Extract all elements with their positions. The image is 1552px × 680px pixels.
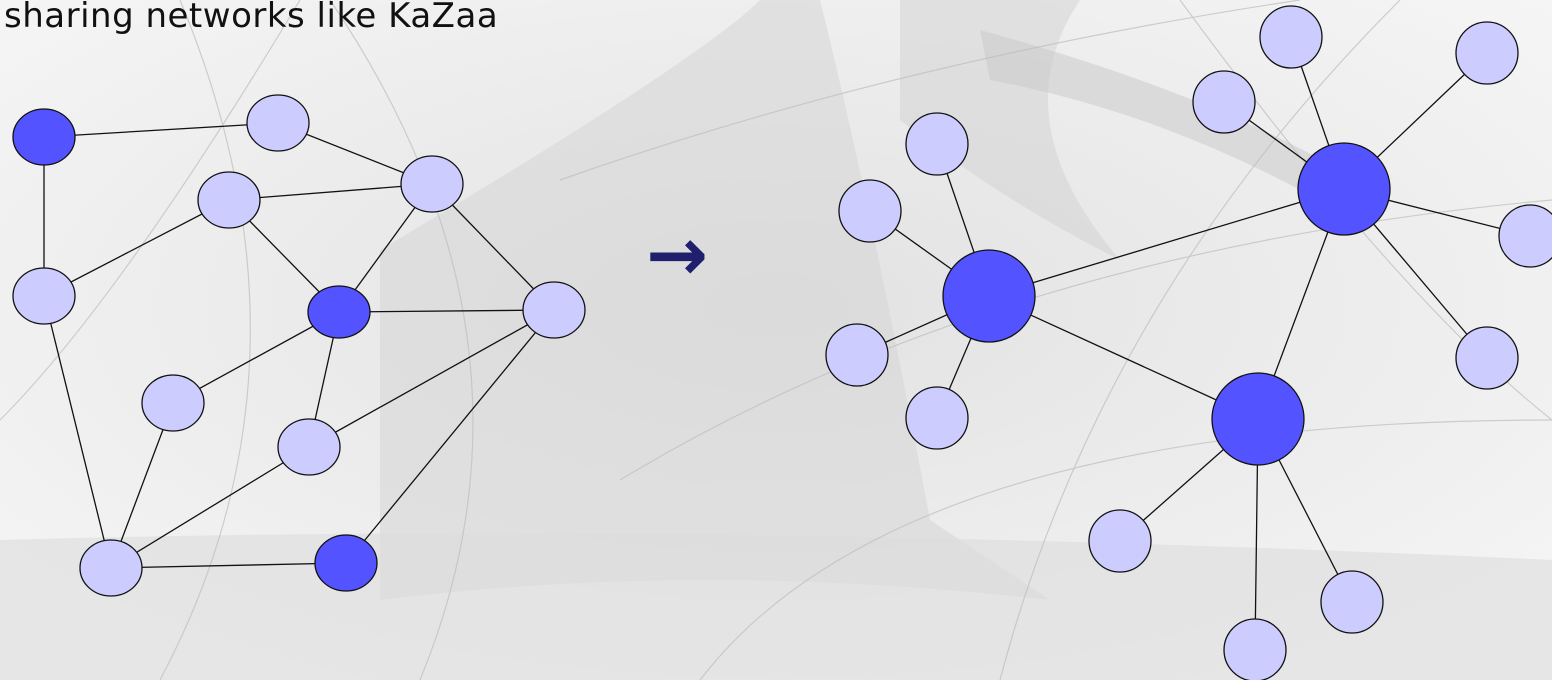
- right-hub-node: [1297, 142, 1391, 236]
- left-edge: [345, 309, 555, 564]
- left-peer-node: [197, 171, 261, 229]
- right-edge: [988, 295, 1259, 420]
- right-peer-node: [1088, 509, 1152, 573]
- right-peer-node: [1192, 70, 1256, 134]
- right-edge: [988, 188, 1345, 297]
- right-hub-node: [942, 249, 1036, 343]
- right-peer-node: [1259, 5, 1323, 69]
- right-peer-node: [1320, 570, 1384, 634]
- left-peer-node: [79, 539, 143, 597]
- left-peer-node: [522, 281, 586, 339]
- right-peer-node: [1455, 326, 1519, 390]
- left-edge: [172, 311, 340, 404]
- left-peer-node: [246, 94, 310, 152]
- left-peer-node: [12, 267, 76, 325]
- right-peer-node: [1498, 204, 1552, 268]
- right-peer-node: [1455, 21, 1519, 85]
- right-peer-node: [905, 112, 969, 176]
- left-edge: [43, 199, 230, 297]
- right-peer-node: [825, 323, 889, 387]
- left-edge: [308, 309, 555, 448]
- left-edge: [110, 402, 174, 569]
- slide-heading: sharing networks like KaZaa: [4, 0, 499, 36]
- left-edge: [338, 309, 555, 313]
- left-edge: [43, 295, 112, 569]
- right-peer-node: [1223, 618, 1287, 680]
- left-hub-node: [12, 108, 76, 166]
- left-hub-node: [307, 285, 371, 339]
- left-edge: [110, 446, 310, 569]
- left-peer-node: [277, 418, 341, 476]
- supernode-network-graph: [825, 5, 1552, 680]
- transition-arrow-icon: →: [646, 212, 709, 298]
- left-hub-node: [314, 534, 378, 592]
- right-peer-node: [838, 179, 902, 243]
- left-edge: [110, 562, 347, 569]
- left-edge: [43, 122, 279, 138]
- right-hub-node: [1211, 372, 1305, 466]
- right-peer-node: [905, 386, 969, 450]
- left-peer-node: [141, 374, 205, 432]
- left-peer-node: [400, 155, 464, 213]
- unstructured-network-graph: [12, 94, 586, 597]
- left-edge: [228, 183, 433, 201]
